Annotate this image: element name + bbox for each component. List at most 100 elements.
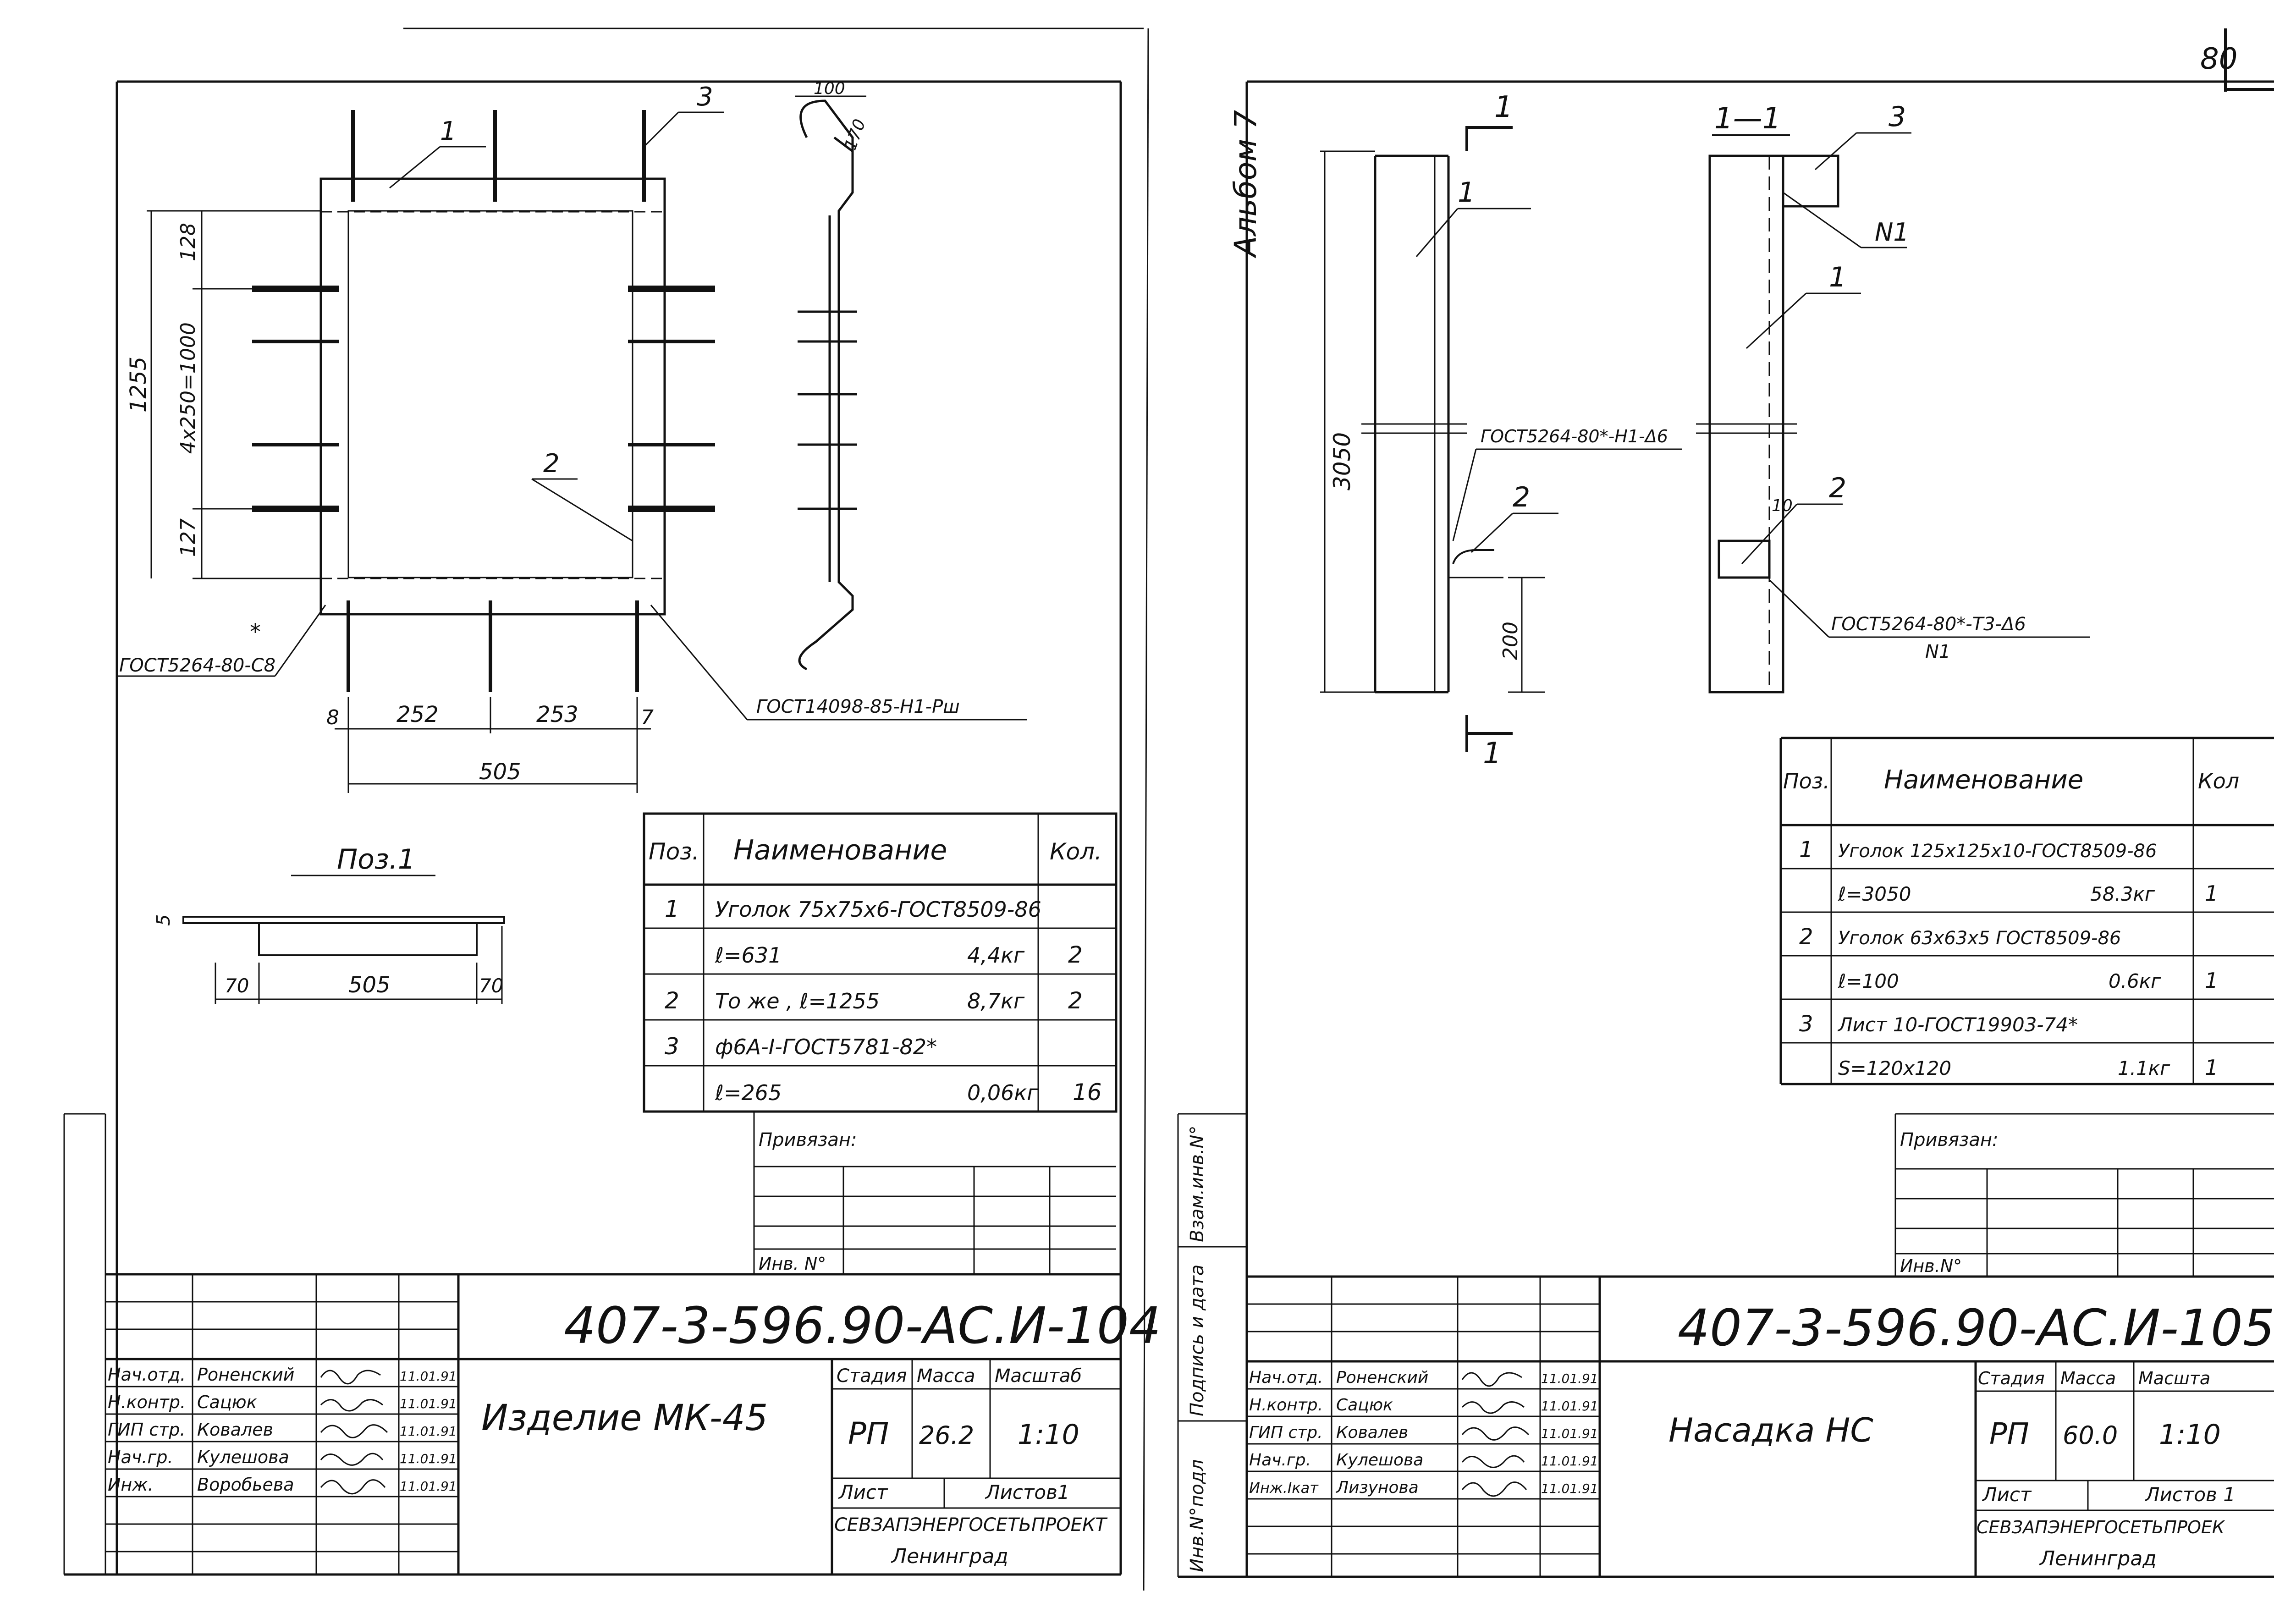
sig-date-5: 11.01.91 xyxy=(400,1479,457,1494)
dim-side-170: 170 xyxy=(841,116,870,153)
r-spec-row4-qty: 1 xyxy=(2205,968,2218,993)
leader-3: 3 xyxy=(697,82,713,112)
r-spec-row2-mass: 58.3кг xyxy=(2090,883,2155,905)
spec-row2-mass: 4,4кг xyxy=(967,943,1025,968)
spec-row2-qty: 2 xyxy=(1068,941,1083,968)
dim-side-100: 100 xyxy=(814,79,845,98)
r-spec-row1-pos: 1 xyxy=(1799,837,1813,863)
right-city: Ленинград xyxy=(2039,1547,2157,1570)
right-signatures: Нач.отд. Роненский 11.01.91 Н.контр. Сац… xyxy=(1249,1368,1598,1497)
r-sig-role-1: Нач.отд. xyxy=(1249,1368,1323,1387)
section-title: 1—1 xyxy=(1714,102,1781,136)
left-privyazan-block xyxy=(753,1112,1116,1274)
sect-leader-n1: N1 xyxy=(1875,218,1909,247)
r-sig-name-3: Ковалев xyxy=(1336,1423,1408,1442)
spec-row5-name: ℓ=265 xyxy=(715,1080,782,1105)
sig-date-2: 11.01.91 xyxy=(400,1396,457,1411)
r-spec-row5-name: Лист 10-ГОСТ19903-74* xyxy=(1837,1013,2078,1036)
dim-10: 10 xyxy=(1772,496,1793,515)
r-sig-date-4: 11.01.91 xyxy=(1541,1453,1598,1469)
section-mark-top: 1 xyxy=(1494,90,1513,124)
nasadka-elevation xyxy=(1361,126,1513,752)
side-label-podpis: Подпись и дата xyxy=(1187,1265,1208,1416)
global-frame xyxy=(403,28,2274,1591)
dim-252: 252 xyxy=(396,702,439,727)
left-title: Изделие МК-45 xyxy=(481,1398,768,1439)
right-sheet-lbl: Лист xyxy=(1982,1483,2032,1506)
r-spec-row2-name: ℓ=3050 xyxy=(1838,883,1911,905)
spec-row5-qty: 16 xyxy=(1073,1079,1102,1106)
sig-date-1: 11.01.91 xyxy=(400,1369,457,1384)
left-frame xyxy=(63,80,1122,1576)
right-frame xyxy=(1177,80,2274,1578)
r-sig-date-5: 11.01.91 xyxy=(1541,1481,1598,1496)
weld-note-top: ГОСТ5264-80*-Н1-Δ6 xyxy=(1481,426,1668,446)
sig-name-3: Ковалев xyxy=(197,1420,273,1440)
spec-row5-mass: 0,06кг xyxy=(967,1080,1038,1105)
left-mass-hdr: Масса xyxy=(917,1365,975,1387)
left-signatures: Нач.отд. Роненский 11.01.91 Н.контр. Сац… xyxy=(108,1365,457,1495)
r-sig-date-1: 11.01.91 xyxy=(1541,1371,1598,1386)
pos1-detail xyxy=(182,875,505,1004)
right-mass-val: 60.0 xyxy=(2063,1421,2118,1450)
elevation-leaders xyxy=(1415,208,1682,553)
section-leaders xyxy=(1741,132,2090,638)
left-doc-code: 407-3-596.90-АС.И-104 xyxy=(564,1296,1161,1355)
r-spec-header-pos: Поз. xyxy=(1783,769,1830,793)
right-doc-code: 407-3-596.90-АС.И-105 xyxy=(1678,1299,2274,1357)
spec-row4-name: ф6А-I-ГОСТ5781-82* xyxy=(715,1035,937,1059)
side-label-inv-podl: Инв.N°подл xyxy=(1187,1459,1208,1572)
dim-3050: 3050 xyxy=(1329,432,1355,490)
right-mass-hdr: Масса xyxy=(2060,1368,2116,1388)
weld-note-right: ГОСТ14098-85-Н1-Рш xyxy=(756,696,960,717)
r-spec-row6-name: S=120х120 xyxy=(1838,1057,1951,1079)
r-sig-name-4: Кулешова xyxy=(1336,1451,1423,1470)
dim-1255: 1255 xyxy=(126,357,151,413)
signature-marks xyxy=(320,1370,388,1495)
elev-leader-1: 1 xyxy=(1458,176,1475,209)
r-spec-row4-mass: 0.6кг xyxy=(2109,970,2161,992)
right-sheet: Альбом 7 Инв.N°подл Подпись и дата Взам.… xyxy=(1177,80,2274,1578)
leader-2: 2 xyxy=(543,449,560,479)
pos1-dim-5: 5 xyxy=(153,914,174,926)
sig-role-2: Н.контр. xyxy=(108,1392,186,1412)
sig-name-4: Кулешова xyxy=(197,1447,289,1467)
sig-name-1: Роненский xyxy=(197,1365,294,1385)
dim-127: 127 xyxy=(176,518,200,557)
left-scale-hdr: Масштаб xyxy=(995,1365,1082,1387)
sig-name-5: Воробьева xyxy=(197,1475,294,1495)
r-spec-header-name: Наименование xyxy=(1884,765,2083,795)
spec-row1-pos: 1 xyxy=(665,896,679,922)
left-leaders xyxy=(389,111,724,542)
right-privyazan-block xyxy=(1894,1113,2274,1277)
right-org: СЕВЗАПЭНЕРГОСЕТЬПРОЕК xyxy=(1977,1517,2225,1537)
spec-row2-name: ℓ=631 xyxy=(715,943,782,968)
r-sig-role-5: Инж.Iкат xyxy=(1249,1479,1319,1497)
mk45-side-view xyxy=(795,95,866,671)
page-number: 80 xyxy=(2200,42,2237,76)
r-sig-date-3: 11.01.91 xyxy=(1541,1426,1598,1441)
left-stage-hdr: Стадия xyxy=(837,1365,907,1387)
left-scale-val: 1:10 xyxy=(1018,1419,1079,1451)
spec-row3-mass: 8,7кг xyxy=(967,989,1025,1013)
r-spec-row3-pos: 2 xyxy=(1799,924,1813,950)
r-sig-name-2: Сацюк xyxy=(1336,1396,1393,1415)
spec-header-name: Наименование xyxy=(733,834,947,866)
r-sig-date-2: 11.01.91 xyxy=(1541,1398,1598,1414)
spec-row1-name: Уголок 75х75х6-ГОСТ8509-86 xyxy=(715,897,1041,922)
album-label: Альбом 7 xyxy=(1228,110,1263,259)
sect-leader-1: 1 xyxy=(1829,261,1846,293)
right-sheets-lbl: Листов 1 xyxy=(2144,1483,2235,1506)
r-signature-marks xyxy=(1461,1372,1530,1497)
left-org: СЕВЗАПЭНЕРГОСЕТЬПРОЕКТ xyxy=(834,1514,1108,1536)
r-sig-name-1: Роненский xyxy=(1336,1368,1428,1387)
mk45-front-view xyxy=(252,110,715,692)
spec-row3-name: То же , ℓ=1255 xyxy=(715,989,880,1013)
side-label-vzam: Взам.инв.N° xyxy=(1187,1126,1208,1242)
dim-7: 7 xyxy=(641,706,654,729)
weld-note-bottom-sub: N1 xyxy=(1925,641,1950,662)
r-spec-row3-name: Уголок 63х63х5 ГОСТ8509-86 xyxy=(1838,928,2121,949)
left-sheet: 1 3 2 128 4x250=1000 1255 127 8 252 253 … xyxy=(63,79,1161,1576)
leader-1: 1 xyxy=(440,116,457,146)
